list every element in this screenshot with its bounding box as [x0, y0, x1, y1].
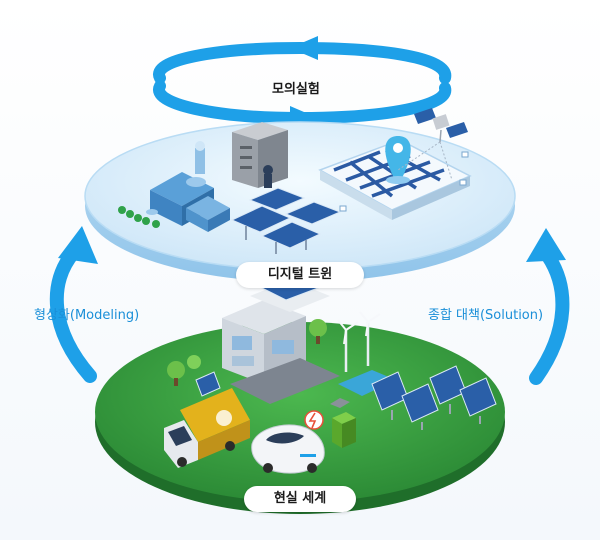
side-arrows — [49, 226, 570, 385]
digital-buildings — [118, 141, 230, 232]
network-nodes — [339, 151, 469, 212]
digital-solar-panels — [230, 187, 342, 254]
left-arrow — [49, 245, 97, 383]
right-arrow — [529, 249, 570, 385]
map-tile — [318, 136, 472, 220]
digital-twin-label: 디지털 트윈 — [236, 262, 364, 288]
left-arrow-head — [58, 226, 98, 264]
water-pond — [338, 370, 396, 396]
trees — [167, 319, 327, 386]
top-arrow-head-left — [290, 36, 318, 60]
simulation-label: 모의실험 — [272, 82, 320, 97]
modeling-label: 형상화(Modeling) — [34, 308, 140, 323]
real-world-label: 현실 세계 — [244, 486, 356, 512]
wind-turbines — [337, 311, 381, 372]
electric-car — [251, 424, 325, 474]
solution-label: 종합 대책(Solution) — [428, 308, 544, 323]
smart-house — [222, 275, 340, 404]
digital-disk — [84, 121, 516, 282]
solar-farm — [195, 365, 497, 430]
delivery-truck — [164, 388, 250, 468]
right-arrow-head — [526, 228, 566, 262]
ev-charger — [304, 398, 356, 448]
satellite-icon — [397, 108, 468, 181]
server-rack — [232, 122, 288, 188]
